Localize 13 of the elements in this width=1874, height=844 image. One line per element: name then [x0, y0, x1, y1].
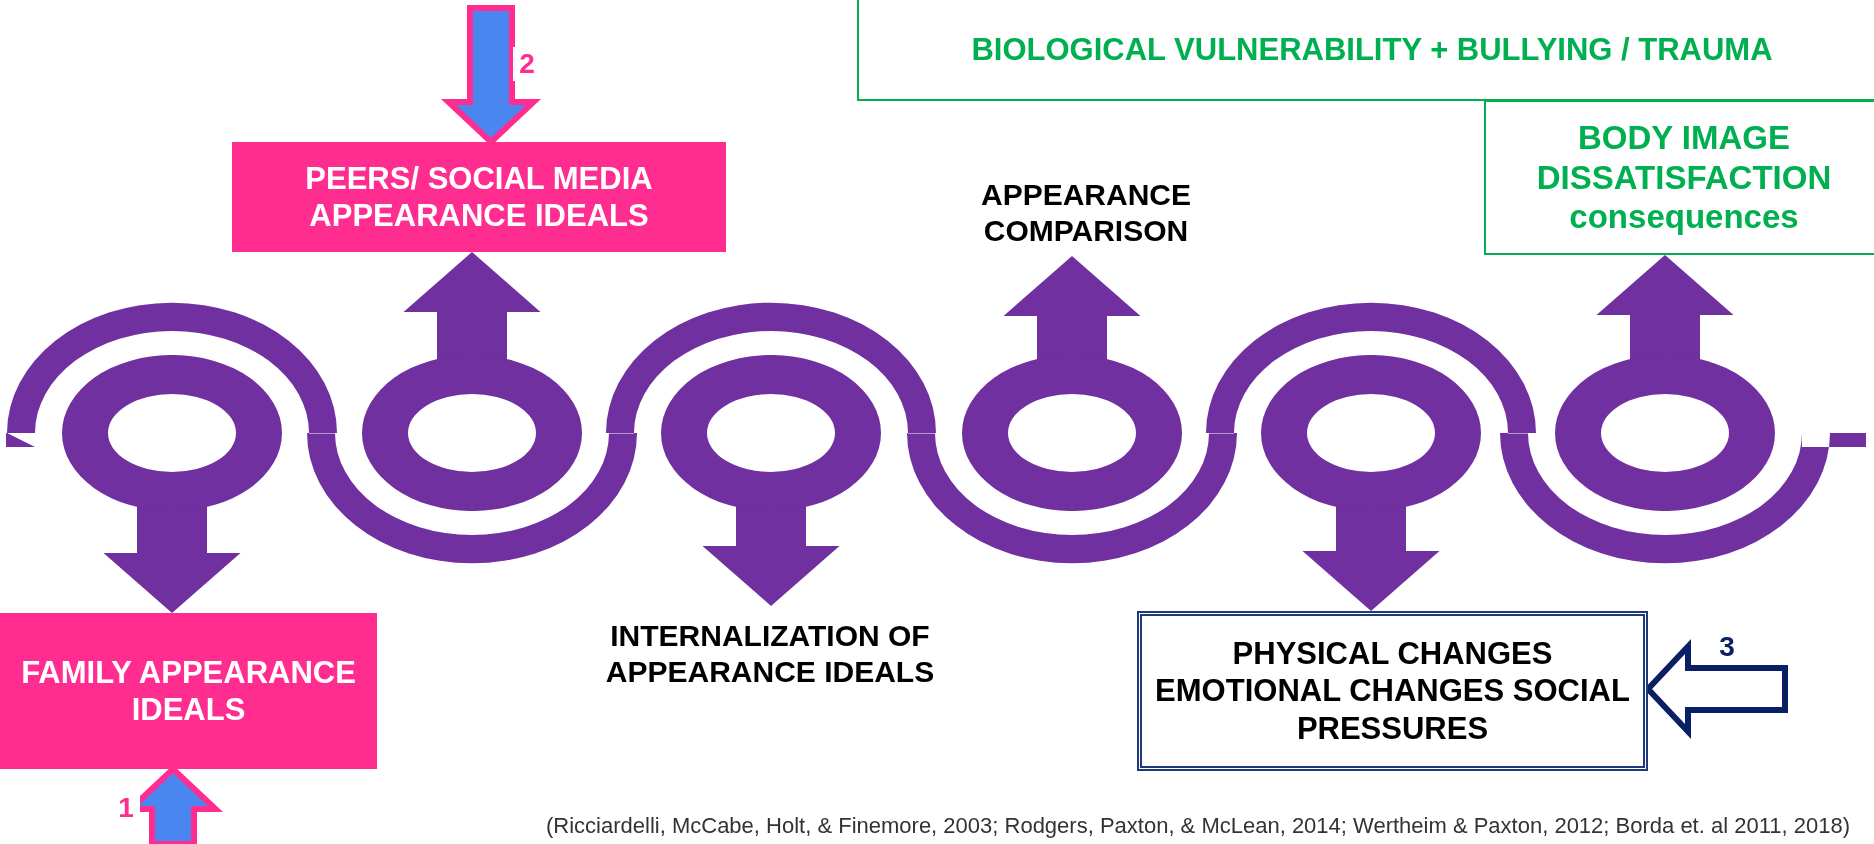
node-text: PHYSICAL CHANGES EMOTIONAL CHANGES SOCIAL PRESSURES [1154, 635, 1631, 747]
process-box [232, 142, 726, 252]
node-subtext: consequences [1569, 197, 1799, 237]
node-text: APPEARANCE COMPARISON [980, 177, 1192, 249]
node-text: PEERS/ SOCIAL MEDIA APPEARANCE IDEALS [304, 159, 654, 235]
node-text: BIOLOGICAL VULNERABILITY + BULLYING / TRAUMA [971, 30, 1773, 69]
outlined-box [1484, 100, 1874, 255]
node-text: INTERNALIZATION OF APPEARANCE IDEALS [604, 618, 936, 690]
citation-text: (Ricciardelli, McCabe, Holt, & Finemore, 2003; Rodgers, Paxton, & McLean, 2014; Wertheim & Paxton, 2012; Borda et. al 2011, 2018) [545, 813, 1850, 839]
process-box [0, 613, 377, 769]
framed-box [1137, 611, 1648, 771]
node-text: FAMILY APPEARANCE IDEALS [20, 653, 357, 729]
outlined-box [857, 0, 1874, 101]
